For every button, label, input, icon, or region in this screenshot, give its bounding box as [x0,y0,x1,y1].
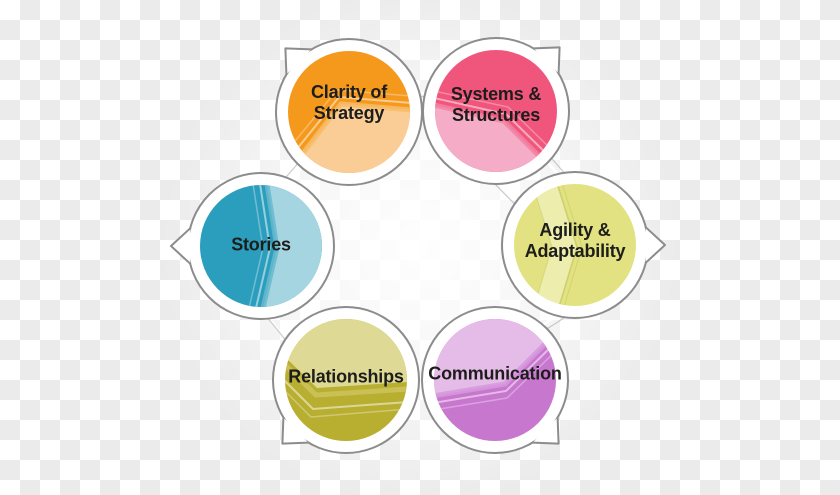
chevron-accent [285,319,407,418]
bubble-systems-structures [422,37,570,185]
chevron-accent [435,90,557,172]
chevron-accent [531,184,583,306]
chevron-accent [434,319,556,411]
bubble-tail-northeast [532,46,561,75]
bubble-communication [421,306,569,454]
chevron-accent [288,89,410,173]
bubble-agility-adaptability [501,171,666,319]
bubble-stories [170,172,335,320]
bubble-clarity-of-strategy [275,38,423,186]
bubble-tail-southeast [531,416,560,445]
bubble-tail-east [644,226,666,264]
bubble-tail-west [170,227,192,265]
bubble-tail-northwest [284,47,313,76]
bubble-relationships [272,306,420,454]
bubble-tail-southwest [281,416,310,445]
